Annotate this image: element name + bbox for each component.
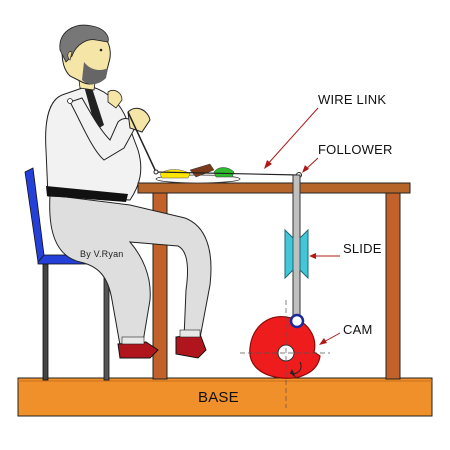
food-brown (189, 163, 215, 178)
wire-link-label: WIRE LINK (318, 92, 387, 107)
plate-with-food (155, 163, 241, 184)
hand-rod (127, 111, 157, 173)
wire-link (155, 171, 300, 176)
cam-arrowhead (319, 338, 327, 345)
chair-back-left-leg (42, 259, 49, 381)
person (45, 24, 212, 359)
label-arrows (264, 107, 341, 345)
follower-roller (289, 313, 305, 329)
food-yellow (159, 169, 191, 179)
cam-rotation-arrowhead (290, 369, 296, 378)
slide-left-half (284, 228, 294, 280)
chair-back (24, 167, 45, 263)
cam-label: CAM (343, 322, 373, 337)
slide-arrowhead (309, 253, 316, 259)
tie (84, 86, 104, 130)
base-label: BASE (198, 389, 239, 406)
shoe-back (117, 341, 159, 359)
base-board (17, 377, 433, 417)
food-green (213, 167, 235, 178)
trousers (49, 194, 212, 349)
beard (82, 62, 108, 85)
table-top (137, 182, 411, 194)
slide-label: SLIDE (343, 241, 382, 256)
follower-arrowhead (302, 165, 309, 173)
table-leg-right (385, 191, 401, 380)
hands (127, 107, 151, 133)
follower-label: FOLLOWER (318, 142, 393, 157)
sock-back (121, 336, 145, 345)
wire-link-arrowhead (264, 160, 272, 169)
wire-link-pivot-left (153, 169, 159, 175)
shoulder-button (67, 98, 73, 104)
follower-rod (292, 174, 301, 322)
author-credit: By V.Ryan (80, 249, 124, 259)
slide-right-half (299, 228, 309, 280)
sock-front (179, 329, 201, 338)
wire-link-arrow (265, 107, 319, 167)
slide-guide (284, 228, 309, 280)
shoe-front (175, 333, 207, 359)
ear (67, 51, 73, 61)
belt (46, 186, 128, 202)
hand-fingers (107, 90, 123, 109)
eye (99, 48, 103, 52)
